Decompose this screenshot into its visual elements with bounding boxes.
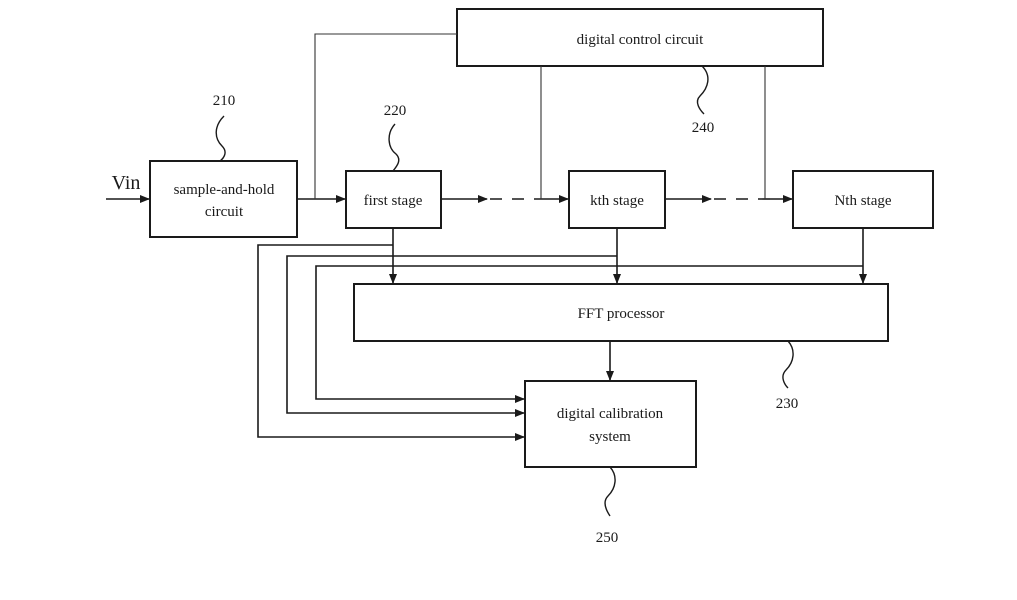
ref-230: 230 — [776, 396, 799, 412]
ref-250: 250 — [596, 530, 619, 546]
ref-220: 220 — [384, 103, 407, 119]
nth-to-calibration-line — [315, 265, 863, 403]
digital-calibration-block — [524, 380, 697, 468]
calibration-label-line1: digital calibration — [557, 406, 664, 422]
ref-240: 240 — [692, 120, 715, 136]
ref-210: 210 — [213, 93, 236, 109]
kth-to-calibration-line — [286, 255, 617, 417]
nth-stage-block — [792, 170, 934, 229]
ref-220-leader — [388, 123, 400, 172]
first-stage-label: first stage — [364, 193, 423, 209]
ref-210-leader — [215, 115, 226, 162]
digital-control-circuit-block — [456, 8, 824, 67]
vin-label: Vin — [112, 172, 141, 194]
nth-stage-label: Nth stage — [834, 193, 891, 209]
ref-240-leader — [696, 65, 709, 115]
ref-250-leader — [604, 466, 616, 517]
digital-control-label: digital control circuit — [577, 32, 704, 48]
sample-and-hold-block — [149, 160, 298, 238]
sample-hold-label-line2: circuit — [205, 204, 244, 220]
sh-to-control-line — [314, 33, 457, 199]
fft-processor-label: FFT processor — [578, 306, 665, 322]
sample-hold-label-line1: sample-and-hold — [174, 182, 275, 198]
ref-230-leader — [782, 340, 794, 389]
first-to-calibration-line — [257, 244, 525, 441]
first-stage-block — [345, 170, 442, 229]
kth-stage-label: kth stage — [590, 193, 644, 209]
fft-processor-block — [353, 283, 889, 342]
calibration-label-line2: system — [589, 429, 631, 445]
